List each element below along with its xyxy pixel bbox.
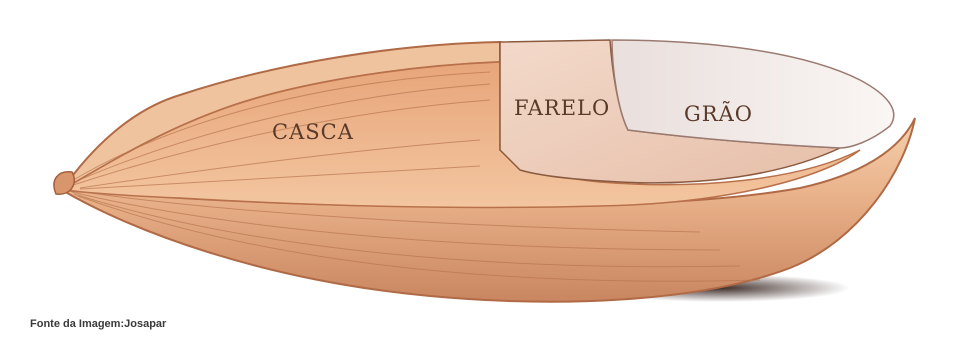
image-source-caption: Fonte da Imagem:Josapar <box>30 318 166 330</box>
label-grao: GRÃO <box>684 102 753 126</box>
grain-kernel <box>612 40 894 148</box>
label-farelo: FARELO <box>514 96 610 120</box>
label-casca: CASCA <box>272 120 354 144</box>
